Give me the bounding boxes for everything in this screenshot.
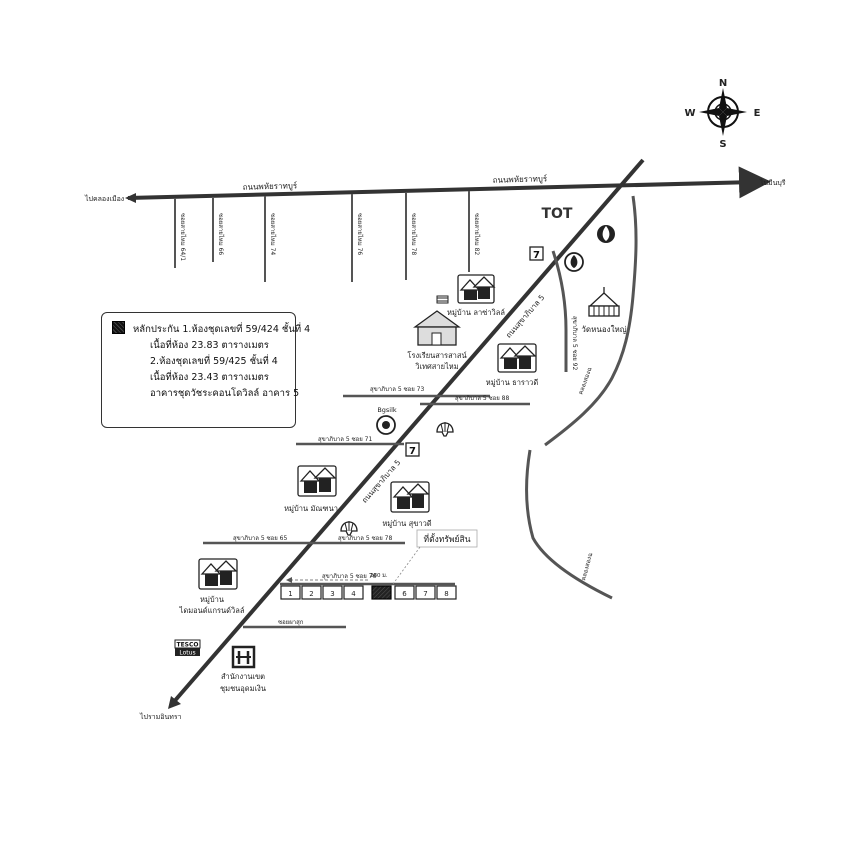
gas-station-flame-icon (597, 225, 615, 243)
tesco-lotus-icon: TESCO Lotus (174, 639, 201, 657)
plots-row: 1 2 3 4 6 7 8 (280, 585, 457, 600)
svg-text:TESCO: TESCO (176, 642, 198, 649)
compass: N S W E (684, 78, 760, 150)
plot-4-label: 4 (351, 590, 356, 598)
school-label-2: วิเทศสายไหม (415, 362, 459, 371)
village-5-label-a: หมู่บ้าน (200, 595, 224, 604)
dest-bottom: ไปรามอินทรา (139, 712, 182, 721)
property-swatch-icon (112, 321, 125, 334)
plot-6-label: 6 (402, 590, 407, 598)
legend-line-4: เนื้อที่ห้อง 23.43 ตารางเมตร (150, 372, 269, 383)
plot-3-label: 3 (330, 590, 334, 598)
village-1-label: หมู่บ้าน ลาซ่าวิลล์ (447, 308, 505, 317)
compass-s: S (719, 139, 726, 150)
main-road-left-label: ถนนพหัยราทบูร์ (243, 180, 298, 192)
canal-lower-label: คลองสองฉ (580, 552, 594, 581)
shell-icon (436, 422, 454, 437)
plot-2-label: 2 (309, 590, 313, 598)
plot-7-label: 7 (423, 590, 427, 598)
diagonal-road: ถนนสุขาภิบาล 5 ถนนสุขาภิบาล 5 ไปรามอินทร… (139, 158, 645, 721)
plot-1 (280, 585, 301, 600)
property-callout: ที่ตั้งทรัพย์สิน (392, 529, 478, 585)
soi-bottom-label: ซอยผาสุก (278, 619, 304, 626)
plot-property (371, 585, 392, 600)
village-icon-1: หมู่บ้าน ลาซ่าวิลล์ (447, 274, 505, 317)
convenience-store-icon: 7 (529, 246, 544, 261)
convenience-store-icon-2: 7 (405, 442, 420, 457)
compass-w: W (684, 108, 695, 119)
legend-line-3: 2.ห้องชุดเลขที่ 59/425 ชั้นที่ 4 (150, 356, 278, 367)
village-icon-5: หมู่บ้าน ไดมอนด์แกรนด์วิลล์ (179, 558, 245, 615)
side-sois: สุขาภิบาล 5 ซอย 73 สุขาภิบาล 5 ซอย 88 สุ… (203, 386, 530, 629)
plot-6 (394, 585, 415, 600)
soi-top-2: ซอยสายไหม 66 (217, 213, 225, 255)
soi-88-label: สุขาภิบาล 5 ซอย 88 (455, 395, 509, 402)
village-2-label: หมู่บ้าน ธาราวดี (486, 378, 539, 387)
bigc-label: Bgsilk (377, 406, 397, 414)
svg-text:Lotus: Lotus (179, 650, 195, 657)
soi-top-3: ซอยสายไหม 74 (269, 213, 277, 255)
svg-text:7: 7 (533, 250, 540, 261)
office-label-1: สำนักงานเขต (221, 672, 265, 681)
village-4-label: หมู่บ้าน สุขาวดี (382, 519, 431, 528)
soi-78-label: สุขาภิบาล 5 ซอย 78 (338, 535, 392, 542)
plot-1-label: 1 (288, 590, 292, 598)
svg-text:TOT: TOT (541, 206, 572, 222)
dest-left: ไปคลองเมือง (84, 194, 124, 203)
village-icon-4: หมู่บ้าน สุขาวดี (382, 481, 432, 528)
plot-2 (301, 585, 322, 600)
village-5-label-b: ไดมอนด์แกรนด์วิลล์ (179, 606, 245, 615)
bigc-icon: Bgsilk (376, 406, 397, 435)
canal-upper-label: คลองสองฉ (577, 366, 593, 395)
tree-icon (564, 252, 584, 272)
plot-8-label: 8 (444, 590, 448, 598)
legend-line-5: อาคารชุดวัชระคอนโดวิลล์ อาคาร 5 (150, 388, 300, 399)
property-tag: ที่ตั้งทรัพย์สิน (423, 533, 470, 545)
village-icon-2: หมู่บ้าน ธาราวดี (486, 343, 539, 387)
temple-label: วัดหนองใหญ่ (581, 325, 626, 334)
shell-icon-2 (340, 521, 358, 536)
distance-label: 280 ม. (370, 573, 388, 579)
plot-3 (322, 585, 343, 600)
soi-76-label: สุขาภิบาล 5 ซอย 76 (322, 573, 376, 580)
compass-e: E (754, 108, 761, 119)
svg-text:7: 7 (409, 446, 416, 457)
main-road: ถนนพหัยราทบูร์ ถนนพหัยราทบูร์ ไปคลองเมือ… (84, 166, 786, 203)
compass-n: N (719, 78, 727, 89)
main-road-right-label: ถนนพหัยราทบูร์ (493, 173, 548, 185)
soi-top-4: ซอยสายไหม 76 (356, 213, 364, 255)
soi-top-6: ซอยสายไหม 82 (473, 213, 481, 255)
school-icon: โรงเรียนสารสาสน์ วิเทศสายไหม (407, 295, 467, 371)
soi-92-label: สุขาภิบาล 5 ซอย 92 (571, 316, 578, 370)
tot-logo: TOT (541, 206, 572, 222)
collateral-legend: หลักประกัน 1.ห้องชุดเลขที่ 59/424 ชั้นที… (101, 312, 310, 428)
village-3-label: หมู่บ้าน มัณฑนา (284, 504, 338, 513)
district-office-icon: สำนักงานเขต ชุมชนอุดมเงิน (220, 645, 266, 693)
soi-73-label: สุขาภิบาล 5 ซอย 73 (370, 386, 424, 393)
legend-line-2: เนื้อที่ห้อง 23.83 ตารางเมตร (150, 340, 269, 351)
soi-top-5: ซอยสายไหม 78 (410, 213, 418, 255)
top-sois: ซอยสายไหม 64/1 ซอยสายไหม 66 ซอยสายไหม 74… (174, 191, 481, 282)
plot-7 (415, 585, 436, 600)
plot-8 (436, 585, 457, 600)
plot-4 (343, 585, 364, 600)
school-label-1: โรงเรียนสารสาสน์ (407, 351, 466, 360)
soi-71-label: สุขาภิบาล 5 ซอย 71 (318, 436, 372, 443)
soi-65-label: สุขาภิบาล 5 ซอย 65 (233, 535, 287, 542)
village-icon-3: หมู่บ้าน มัณฑนา (284, 465, 338, 513)
temple-icon: วัดหนองใหญ่ (581, 287, 627, 334)
dest-right: ไปมีนบุรี (759, 178, 786, 187)
soi-top-1: ซอยสายไหม 64/1 (179, 213, 187, 261)
legend-line-1: หลักประกัน 1.ห้องชุดเลขที่ 59/424 ชั้นที… (133, 324, 311, 335)
office-label-2: ชุมชนอุดมเงิน (220, 684, 266, 693)
